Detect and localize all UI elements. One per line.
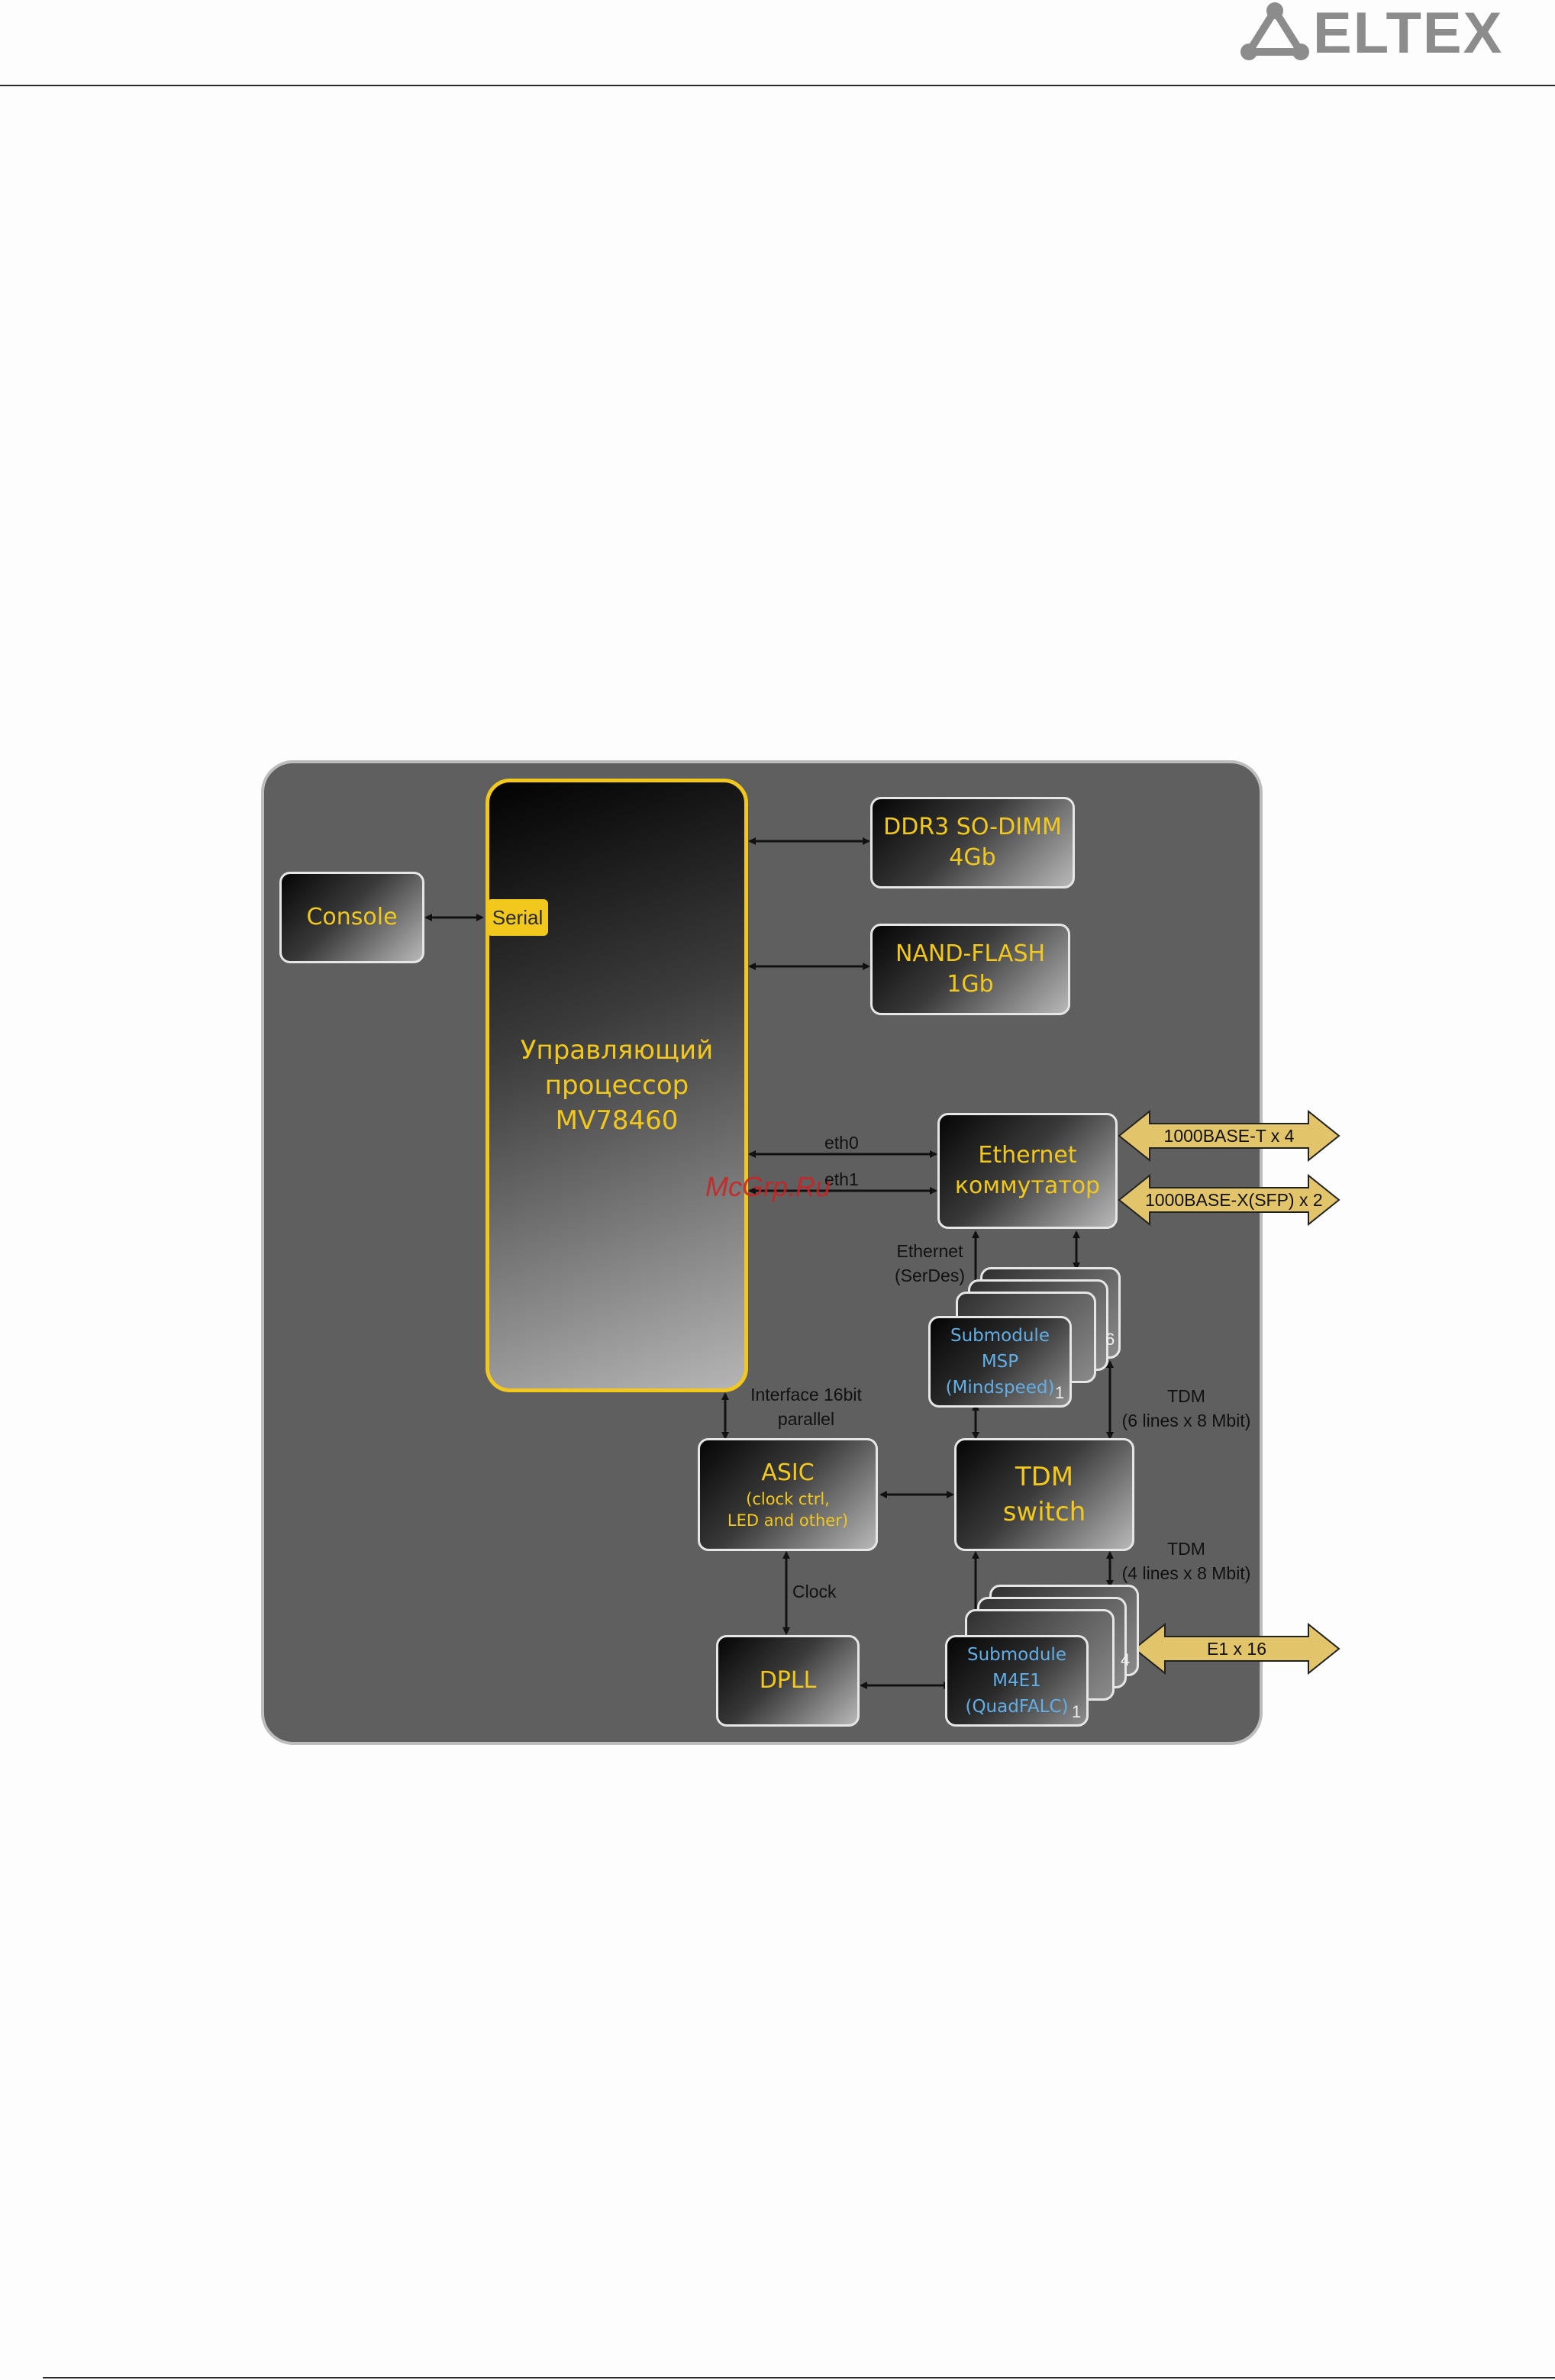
m4e1-first-index: 1 <box>1072 1702 1082 1721</box>
m4e1-last-index: 4 <box>1121 1650 1131 1669</box>
tdm-switch-label-line1: TDM <box>1015 1462 1074 1492</box>
control-processor: Управляющий процессор MV78460 <box>486 779 748 1392</box>
port-arrow-1000base-x <box>1118 1173 1340 1227</box>
ethernet-label-line2: коммутатор <box>954 1172 1101 1199</box>
block-diagram: Управляющий процессор MV78460 Serial Con… <box>258 759 1351 1753</box>
port-arrow-1000base-t <box>1118 1109 1340 1163</box>
eth1-label: eth1 <box>824 1169 859 1189</box>
msp-label-line3: (Mindspeed) <box>945 1378 1055 1398</box>
console-label: Console <box>306 904 398 930</box>
serial-port-badge: Serial <box>487 899 548 936</box>
header-divider <box>0 85 1555 86</box>
ethernet-switch-block: Ethernet коммутатор <box>937 1113 1118 1229</box>
logo-text: ELTEX <box>1313 1 1504 66</box>
watermark: McGrp.Ru <box>705 1171 831 1202</box>
m4e1-label-line1: Submodule <box>967 1645 1066 1665</box>
ethernet-serdes-label-line2: (SerDes) <box>894 1266 965 1285</box>
port-label-1000base-x: 1000BASE-X(SFP) x 2 <box>1145 1190 1323 1210</box>
ddr-label-line1: DDR3 SO-DIMM <box>883 814 1062 840</box>
cpu-label-line3: MV78460 <box>555 1105 679 1136</box>
footer-divider <box>43 2377 1555 2378</box>
external-port-arrows <box>1118 1109 1340 1675</box>
ethernet-label-line1: Ethernet <box>978 1142 1077 1169</box>
tdm-lower-label-line1: TDM <box>1167 1539 1205 1559</box>
nand-label-line1: NAND-FLASH <box>895 940 1046 967</box>
connector-lines <box>424 837 1114 1689</box>
board-background <box>261 760 1263 1745</box>
m4e1-submodule-block: Submodule M4E1 (QuadFALC) <box>945 1635 1089 1727</box>
ethernet-serdes-label-line1: Ethernet <box>896 1241 963 1261</box>
tdm-switch-label-line2: switch <box>1002 1497 1086 1527</box>
cpu-label-line2: процессор <box>544 1070 689 1101</box>
msp-submodule-block: Submodule MSP (Mindspeed) <box>928 1316 1072 1408</box>
interface-label-line1: Interface 16bit <box>750 1385 862 1404</box>
tdm-upper-label-line1: TDM <box>1167 1386 1205 1406</box>
msp-label-line1: Submodule <box>950 1326 1050 1346</box>
asic-label-line2: (clock ctrl, <box>746 1490 830 1508</box>
msp-first-index: 1 <box>1055 1383 1065 1402</box>
tdm-upper-label-line2: (6 lines x 8 Mbit) <box>1121 1411 1251 1430</box>
msp-label-line2: MSP <box>981 1352 1019 1372</box>
port-label-1000base-t: 1000BASE-T x 4 <box>1163 1126 1295 1146</box>
asic-block: ASIC (clock ctrl, LED and other) <box>698 1438 878 1551</box>
m4e1-label-line3: (QuadFALC) <box>965 1697 1069 1717</box>
asic-label-line3: LED and other) <box>727 1511 849 1530</box>
m4e1-label-line2: M4E1 <box>992 1671 1041 1691</box>
asic-title: ASIC <box>761 1459 815 1486</box>
nand-flash-block: NAND-FLASH 1Gb <box>870 924 1070 1015</box>
interface-label-line2: parallel <box>777 1409 835 1429</box>
nand-label-line2: 1Gb <box>947 971 994 998</box>
tdm-lower-label-line2: (4 lines x 8 Mbit) <box>1121 1563 1251 1583</box>
ddr-memory-block: DDR3 SO-DIMM 4Gb <box>870 797 1075 888</box>
dpll-block: DPLL <box>716 1635 860 1727</box>
eltex-logo-icon <box>1240 2 1309 60</box>
eltex-logo: ELTEX <box>1237 0 1527 69</box>
port-arrow-e1 <box>1133 1622 1340 1675</box>
dpll-label: DPLL <box>759 1667 817 1694</box>
msp-last-index: 6 <box>1105 1330 1115 1349</box>
ddr-label-line2: 4Gb <box>949 844 996 871</box>
eth0-label: eth0 <box>824 1133 859 1153</box>
tdm-switch-block: TDM switch <box>954 1438 1134 1551</box>
clock-label: Clock <box>792 1582 837 1601</box>
console-block: Console <box>279 872 424 963</box>
cpu-label-line1: Управляющий <box>520 1035 714 1066</box>
port-label-e1: E1 x 16 <box>1207 1639 1266 1659</box>
